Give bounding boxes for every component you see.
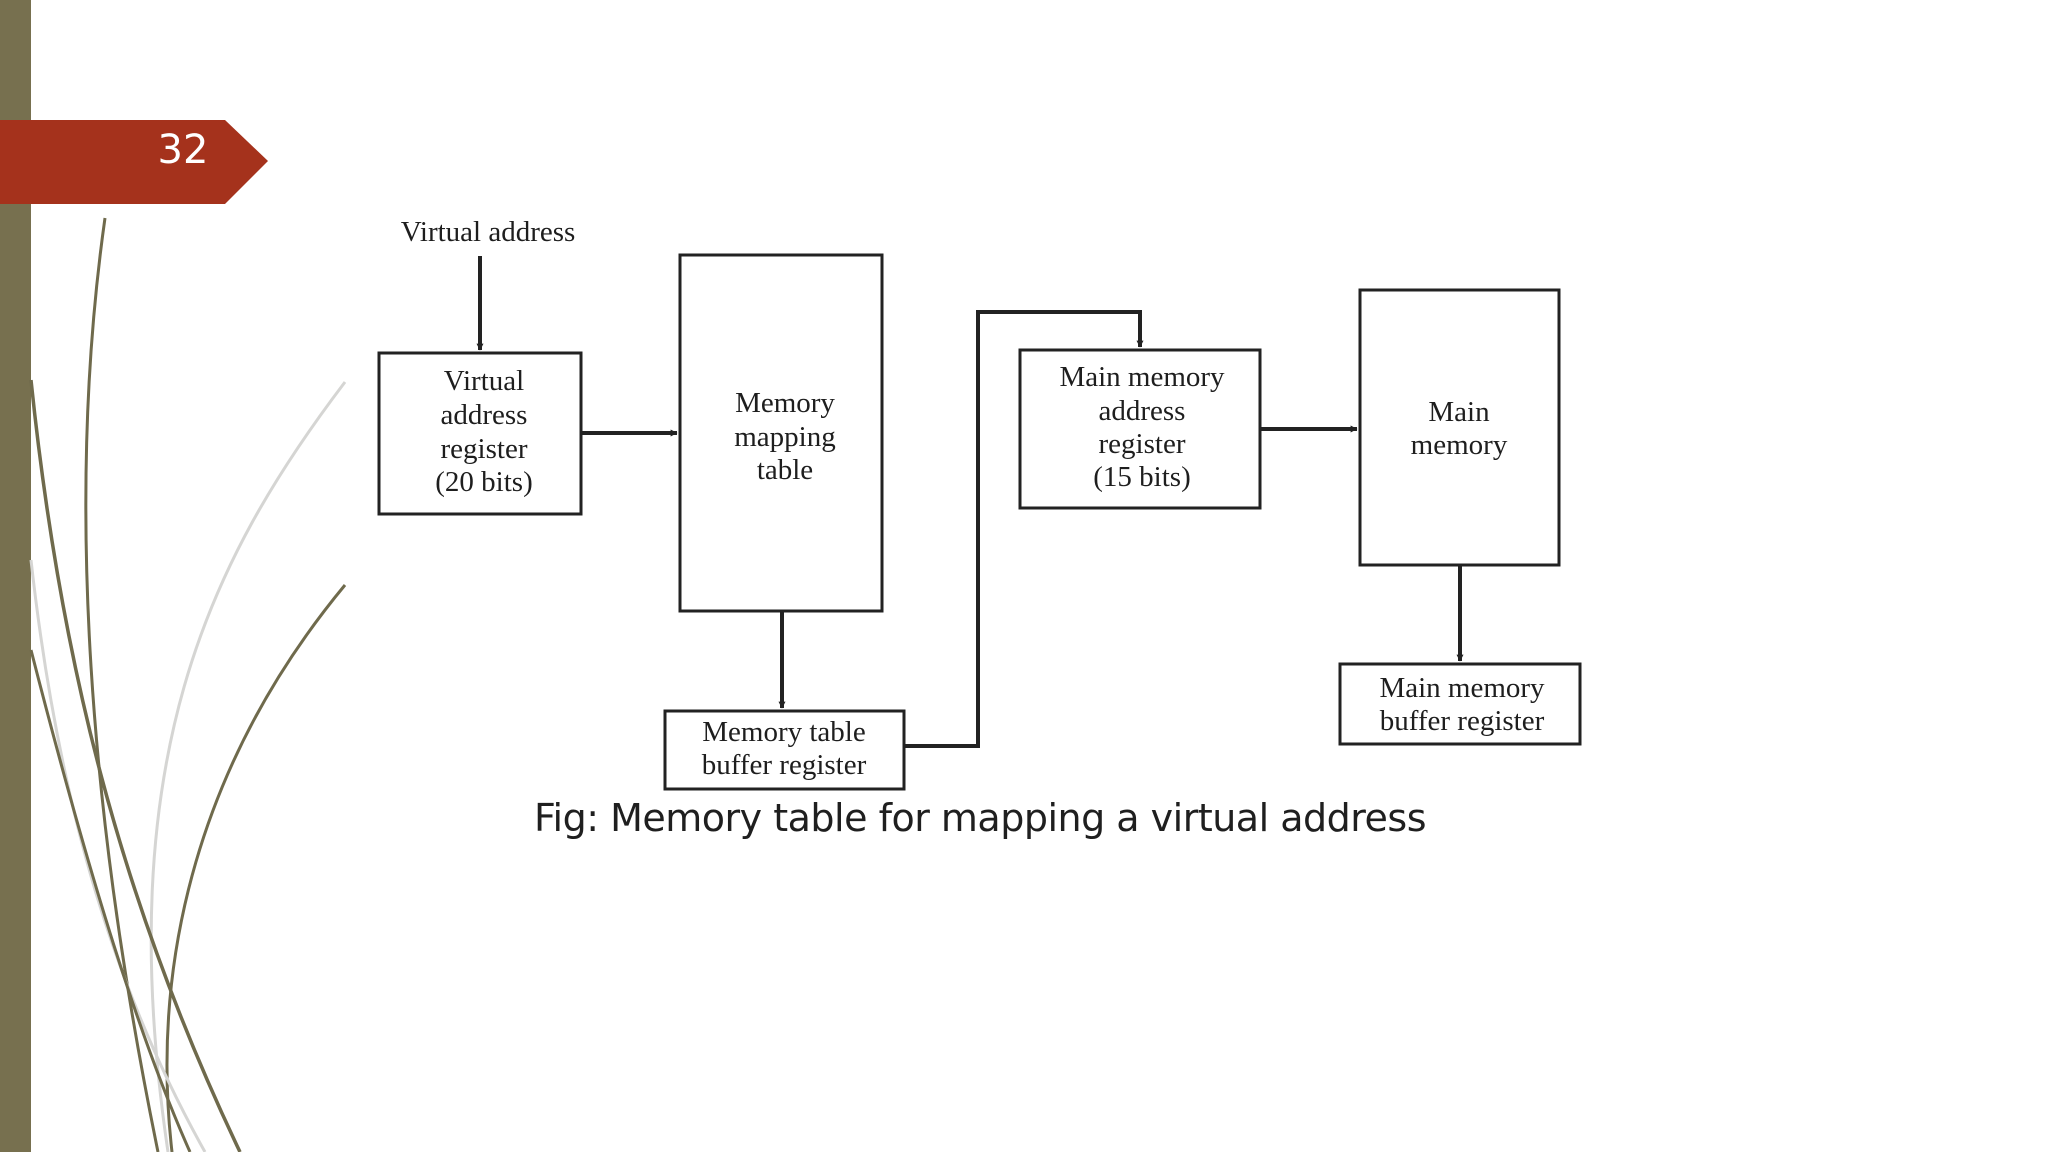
svg-text:buffer register: buffer register xyxy=(1380,705,1545,737)
svg-text:buffer register: buffer register xyxy=(702,749,867,781)
main-memory-label: Main memory xyxy=(1411,396,1508,461)
svg-text:memory: memory xyxy=(1411,429,1508,461)
slide-number: 32 xyxy=(157,127,209,173)
svg-text:address: address xyxy=(1099,395,1186,427)
arrow-mtbr-to-mmar xyxy=(904,310,1144,748)
svg-text:register: register xyxy=(1099,428,1186,460)
svg-text:register: register xyxy=(441,433,528,465)
virtual-address-register-label: Virtual address register (20 bits) xyxy=(435,365,532,498)
svg-text:Memory table: Memory table xyxy=(702,716,865,748)
main-memory-address-register-box xyxy=(1018,348,1262,510)
svg-text:(20 bits): (20 bits) xyxy=(435,466,532,498)
main-memory-address-register-label: Main memory address register (15 bits) xyxy=(1059,361,1225,493)
slide-number-badge xyxy=(0,120,268,204)
memory-table-buffer-register-label: Memory table buffer register xyxy=(702,716,867,781)
main-memory-buffer-register-label: Main memory buffer register xyxy=(1379,672,1545,737)
svg-text:address: address xyxy=(441,399,528,431)
svg-text:Main memory: Main memory xyxy=(1379,672,1545,704)
svg-text:table: table xyxy=(757,454,813,486)
figure-caption: Fig: Memory table for mapping a virtual … xyxy=(533,796,1427,840)
main-memory-buffer-register-box xyxy=(1338,662,1582,746)
svg-text:mapping: mapping xyxy=(734,421,836,453)
decorative-curves xyxy=(29,217,347,1152)
svg-text:Main memory: Main memory xyxy=(1059,361,1225,393)
virtual-address-input-label: Virtual address xyxy=(401,216,576,248)
svg-text:(15 bits): (15 bits) xyxy=(1093,461,1190,493)
svg-text:Virtual: Virtual xyxy=(444,365,524,397)
memory-mapping-table-label: Memory mapping table xyxy=(734,387,836,486)
svg-text:Main: Main xyxy=(1428,396,1490,428)
svg-text:Memory: Memory xyxy=(735,387,835,419)
memory-mapping-table-box xyxy=(678,253,884,613)
virtual-address-register-box xyxy=(377,351,583,516)
main-memory-box xyxy=(1358,288,1561,567)
memory-table-buffer-register-box xyxy=(663,709,906,791)
